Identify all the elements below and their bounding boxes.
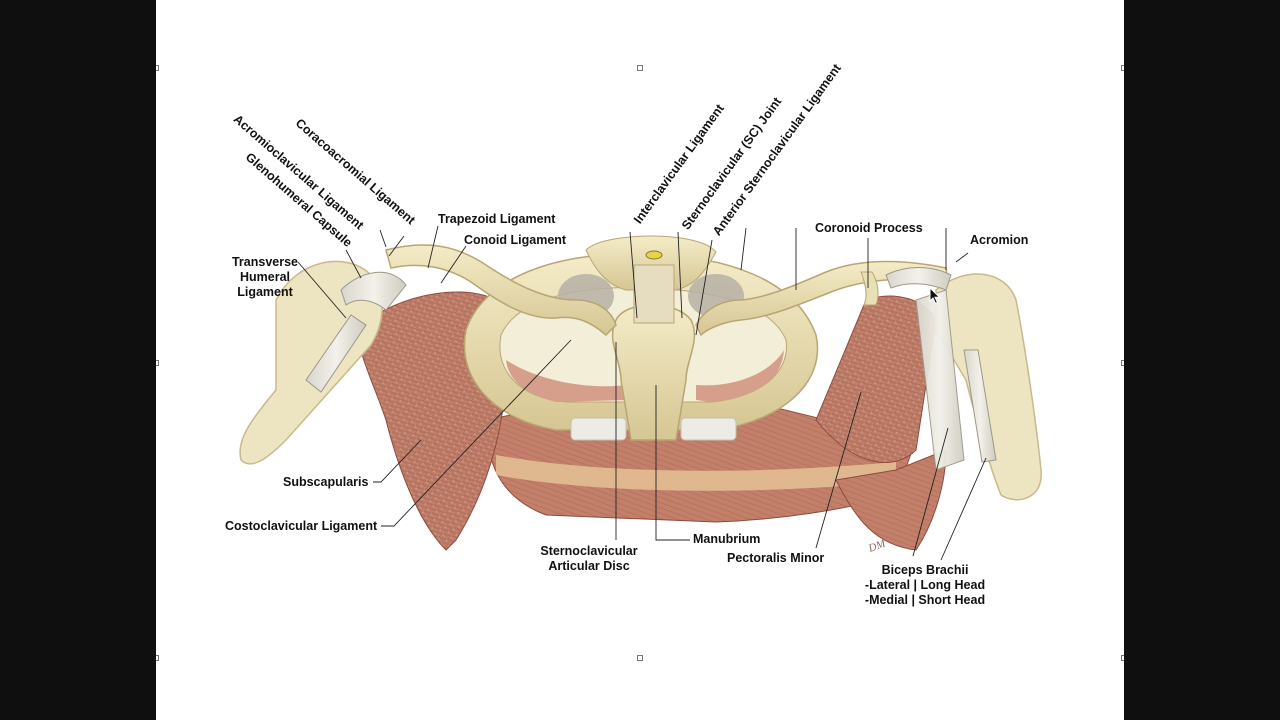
resize-handle-top[interactable] [637,65,643,71]
pectoralis-minor-muscle [815,295,937,463]
label-subscapularis: Subscapularis [283,475,369,489]
coronoid-process-bone [860,271,879,306]
label-manubrium: Manubrium [693,532,761,546]
resize-handle-top-right[interactable] [1121,65,1124,71]
label-line: Humeral [239,270,291,284]
label-pectoralis-minor: Pectoralis Minor [727,551,825,565]
left-clavicle [385,244,617,337]
label-line: Articular Disc [548,559,630,573]
anatomy-illustration: DM [239,225,1042,561]
vertebral-foramen [645,250,663,260]
label-transverse-humeral-ligament: Transverse Humeral Ligament [230,255,300,300]
vertebra [585,235,717,291]
label-line: Ligament [237,285,293,299]
rib-muscle-right [696,350,784,402]
glenohumeral-capsule-band [340,271,407,311]
label-trapezoid-ligament: Trapezoid Ligament [438,212,556,226]
transverse-humeral-ligament-band [305,314,367,393]
slide-canvas: DM Acromioclavicular Ligamen [156,0,1124,720]
resize-handle-bottom[interactable] [637,655,643,661]
rib-muscle-left [506,360,626,402]
biceps-tendon-long [963,349,997,463]
left-humerus [239,260,383,465]
label-line: Biceps Brachii [881,563,969,577]
label-conoid-ligament: Conoid Ligament [464,233,567,247]
label-biceps-brachii: Biceps Brachii -Lateral | Long Head -Med… [858,563,992,608]
costal-cartilage-right [680,417,737,441]
resize-handle-bottom-left[interactable] [156,655,159,661]
label-acromion: Acromion [970,233,1029,247]
resize-handle-bottom-right[interactable] [1121,655,1124,661]
resize-handle-left[interactable] [156,360,159,366]
label-line: -Lateral | Long Head [864,578,986,592]
label-line: -Medial | Short Head [864,593,986,607]
label-sternoclavicular-articular-disc: Sternoclavicular Articular Disc [534,544,644,574]
resize-handle-right[interactable] [1121,360,1124,366]
mouse-pointer-icon [929,287,941,305]
resize-handle-top-left[interactable] [156,65,159,71]
rib-band [496,455,896,491]
label-costoclavicular-ligament: Costoclavicular Ligament [225,519,378,533]
vertebral-body [633,264,675,324]
label-line: Sternoclavicular [540,544,638,558]
leader-lines [297,225,987,561]
label-coronoid-process: Coronoid Process [815,221,923,235]
label-line: Transverse [231,255,299,269]
coracoacromial-ligament-band [885,267,952,291]
costal-cartilage-left [570,417,627,441]
